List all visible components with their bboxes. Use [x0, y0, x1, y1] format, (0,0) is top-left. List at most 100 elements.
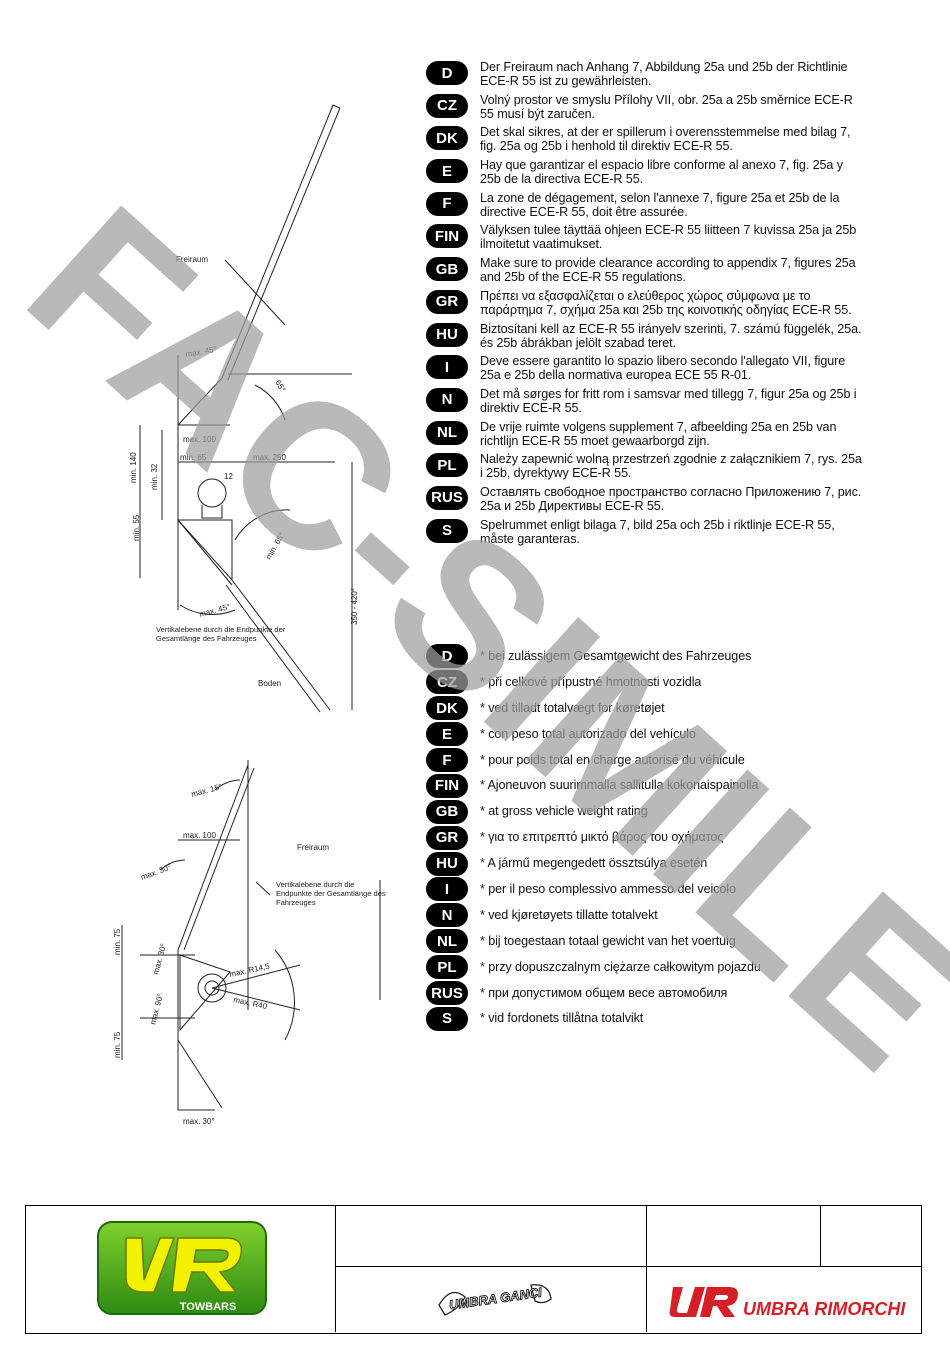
- language-text: * ved tilladt totalvægt for køretøjet: [480, 700, 665, 715]
- language-badge: PL: [426, 955, 468, 980]
- title-block-umbra-rimorchi-cell: UMBRA RIMORCHI: [647, 1267, 921, 1332]
- language-row-gb: GB Make sure to provide clearance accordi…: [426, 256, 866, 289]
- title-block-logo-cell: TOWBARS: [26, 1206, 336, 1332]
- language-badge: CZ: [426, 93, 468, 118]
- title-block-umbra-ganci-cell: UMBRA GANCI: [336, 1267, 647, 1332]
- dim-max30-top: max. 30°: [140, 863, 173, 882]
- dim-min55: min. 55: [132, 514, 141, 541]
- language-row-gr: GR * για το επιτρεπτό μικτό βάρος του οχή…: [426, 824, 866, 850]
- language-row-i: I * per il peso complessivo ammesso del v…: [426, 876, 866, 902]
- language-row-s: S Spelrummet enligt bilaga 7, bild 25a oc…: [426, 518, 866, 551]
- language-text: Spelrummet enligt bilaga 7, bild 25a och…: [480, 517, 835, 546]
- dim-350-420: 350 - 420*: [350, 588, 359, 625]
- language-badge: GB: [426, 799, 468, 824]
- language-badge: D: [426, 644, 468, 669]
- language-row-gb: GB * at gross vehicle weight rating: [426, 798, 866, 824]
- dim-max90: max. 90°: [148, 993, 165, 1026]
- dim-max15: max. 15°: [190, 782, 223, 799]
- language-row-cz: CZ * při celkové přípustné hmotnosti vozi…: [426, 669, 866, 695]
- language-row-d: D Der Freiraum nach Anhang 7, Abbildung 2…: [426, 60, 866, 93]
- umbra-rimorchi-logo: UMBRA RIMORCHI: [669, 1287, 906, 1319]
- language-badge: GR: [426, 289, 468, 314]
- logo-towbars-text: TOWBARS: [180, 1301, 237, 1313]
- language-row-d: D * bei zulässigem Gesamtgewicht des Fahr…: [426, 643, 866, 669]
- language-row-rus: RUS Оставлять свободное пространство согл…: [426, 485, 866, 518]
- language-text: * για το επιτρεπτό μικτό βάρος του οχήμα…: [480, 830, 724, 845]
- dim-max250: max. 250: [253, 453, 286, 462]
- language-badge: RUS: [426, 485, 468, 510]
- language-badge: E: [426, 722, 468, 747]
- language-row-pl: PL Należy zapewnić wolną przestrzeń zgodn…: [426, 452, 866, 485]
- language-badge: PL: [426, 453, 468, 478]
- language-row-f: F* pour poids total en charge autorisé d…: [426, 747, 866, 773]
- language-badge: FIN: [426, 773, 468, 798]
- language-text: * ved kjøretøyets tillatte totalvekt: [480, 907, 658, 922]
- language-text: Πρέπει να εξασφαλίζεται ο ελεύθερος χώρο…: [480, 288, 852, 317]
- dim-min65: min. 65: [180, 453, 207, 462]
- language-badge: D: [426, 61, 468, 85]
- language-text: Der Freiraum nach Anhang 7, Abbildung 25…: [480, 60, 848, 88]
- dim-max100: max. 100: [183, 435, 216, 444]
- dim-max30-mid: max. 30°: [151, 943, 168, 976]
- dim-min140: min. 140: [129, 452, 138, 483]
- language-text: La zone de dégagement, selon l'annexe 7,…: [480, 190, 840, 219]
- language-badge: NL: [426, 420, 468, 445]
- language-text: Оставлять свободное пространство согласн…: [480, 484, 862, 513]
- language-text: * przy dopuszczalnym ciężarze całkowitym…: [480, 959, 761, 974]
- language-text: * per il peso complessivo ammesso del ve…: [480, 881, 736, 896]
- label-vertical-plane-top: Vertikalebene durch die Endpunkte der Ge…: [156, 625, 286, 643]
- language-badge: HU: [426, 322, 468, 347]
- dim-min75-bottom: min. 75: [113, 1031, 122, 1058]
- clearance-drawing-bottom: max. 15° max. 100 max. 30° Freiraum min.…: [113, 760, 386, 1126]
- language-badge: GB: [426, 257, 468, 282]
- language-text: * at gross vehicle weight rating: [480, 804, 648, 819]
- dim-max100-bottom: max. 100: [183, 831, 216, 840]
- title-block-cell-3: [821, 1206, 921, 1267]
- language-row-s: S* vid fordonets tillåtna totalvikt: [426, 1005, 866, 1031]
- language-row-hu: HU * A jármű megengedett össztsúlya eseté…: [426, 850, 866, 876]
- language-row-fin: FIN * Ajoneuvon suurimmalla sallitulla ko…: [426, 772, 866, 798]
- language-text: * Ajoneuvon suurimmalla sallitulla kokon…: [480, 778, 759, 793]
- title-block-cell-2: [647, 1206, 821, 1267]
- language-badge: CZ: [426, 670, 468, 695]
- label-freiraum-bottom: Freiraum: [297, 843, 329, 852]
- language-badge: S: [426, 518, 468, 543]
- dim-max30-bottom: max. 30°: [183, 1117, 215, 1126]
- language-text: Należy zapewnić wolną przestrzeń zgodnie…: [480, 452, 862, 481]
- language-row-n: N* ved kjøretøyets tillatte totalvekt: [426, 902, 866, 928]
- language-text: * bei zulässigem Gesamtgewicht des Fahrz…: [480, 648, 752, 663]
- language-badge: RUS: [426, 981, 468, 1006]
- label-boden: Boden: [258, 679, 281, 688]
- ur-towbars-logo: TOWBARS: [97, 1221, 267, 1315]
- language-badge: GR: [426, 825, 468, 850]
- language-badge: DK: [426, 696, 468, 721]
- dim-r145: max. R14,5: [229, 962, 271, 979]
- weight-notes: D * bei zulässigem Gesamtgewicht des Fahr…: [426, 643, 866, 1031]
- language-row-e: E* con peso total autorizado del vehícul…: [426, 721, 866, 747]
- language-badge: DK: [426, 126, 468, 151]
- language-text: * při celkové přípustné hmotnosti vozidl…: [480, 674, 702, 689]
- language-text: Hay que garantizar el espacio libre conf…: [480, 158, 843, 187]
- language-badge: S: [426, 1006, 468, 1031]
- language-text: Det må sørges for fritt rom i samsvar me…: [480, 386, 857, 415]
- label-freiraum: Freiraum: [176, 255, 208, 264]
- language-text: Make sure to provide clearance according…: [480, 256, 856, 285]
- language-text: Deve essere garantito lo spazio libero s…: [480, 354, 846, 383]
- language-text: Välyksen tulee täyttää ohjeen ECE-R 55 l…: [480, 223, 857, 252]
- title-block-cell-1: [336, 1206, 647, 1267]
- language-row-n: N Det må sørges for fritt rom i samsvar m…: [426, 387, 866, 420]
- language-text: * A jármű megengedett össztsúlya esetén: [480, 856, 708, 871]
- clearance-drawing-top: Freiraum max. 45° 65° max. 100 min. 65 m…: [129, 104, 359, 713]
- language-row-nl: NL* bij toegestaan totaal gewicht van he…: [426, 928, 866, 954]
- language-badge: N: [426, 387, 468, 412]
- label-vertical-plane-bottom: Vertikalebene durch die Endpunkte der Ge…: [276, 880, 386, 907]
- language-badge: HU: [426, 851, 468, 876]
- language-badge: I: [426, 877, 468, 902]
